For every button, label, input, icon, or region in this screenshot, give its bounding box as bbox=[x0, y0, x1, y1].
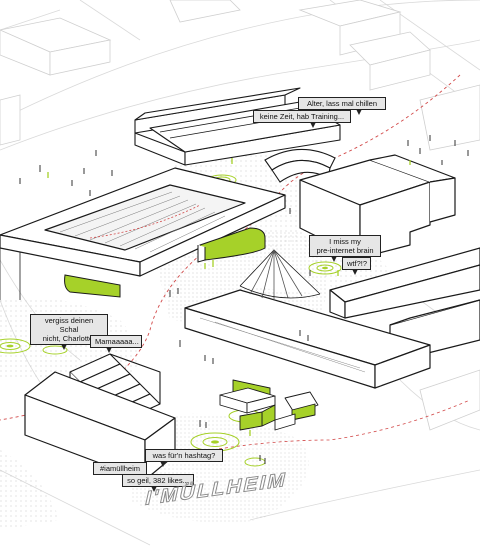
people-and-trees bbox=[19, 135, 469, 464]
speech-bubble-schal: vergiss deinen Schal nicht, Charlotte! bbox=[30, 314, 108, 350]
building-long-bar bbox=[134, 87, 341, 166]
speech-bubble-mama: Mamaaaaa... bbox=[90, 335, 142, 353]
speech-bubble-hashtag: was für'n hashtag? bbox=[145, 449, 223, 467]
speech-bubble-brain: I miss my pre-internet brain bbox=[309, 235, 381, 262]
speech-bubble-wtf: wtf?!? bbox=[342, 257, 371, 275]
speech-bubble-chill: Alter, lass mal chillen bbox=[298, 97, 386, 115]
speech-bubble-likes: so geil, 382 likes... bbox=[122, 474, 194, 492]
building-sports-hall bbox=[0, 167, 286, 300]
building-central-slab bbox=[184, 289, 431, 389]
building-office-block bbox=[299, 154, 456, 259]
green-play-blocks bbox=[219, 379, 319, 431]
speech-bubble-training: keine Zeit, hab Training... bbox=[253, 110, 351, 128]
pavilion-tent bbox=[239, 249, 321, 300]
green-people bbox=[47, 158, 411, 436]
green-volumes-sports bbox=[64, 227, 266, 298]
context-buildings bbox=[0, 0, 480, 431]
